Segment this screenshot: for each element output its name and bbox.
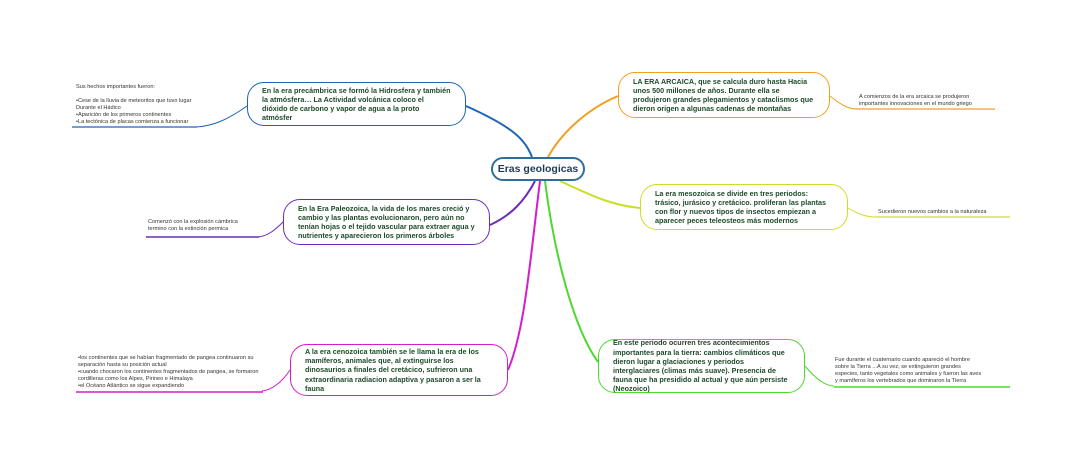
link-note-mesozoica	[847, 207, 877, 218]
topic-text: En este periodo ocurren tres acontecimie…	[613, 338, 788, 394]
topic-era-mesozoica[interactable]: La era mesozoica se divide en tres perio…	[640, 184, 848, 230]
topic-text: A la era cenozoica también se le llama l…	[305, 347, 481, 393]
topic-text: En la Era Paleozoica, la vida de los mar…	[298, 203, 475, 241]
note-precambrica[interactable]: Sus hechos importantes fueron: •Cese de …	[76, 84, 192, 125]
link-arcaica	[547, 95, 619, 158]
note-arcaica[interactable]: A comienzos de la era arcaica se produje…	[859, 94, 972, 107]
note-mesozoica[interactable]: Sucedieron nuevos cambios a la naturalez…	[878, 209, 987, 215]
link-note-precambrica	[195, 105, 248, 128]
topic-cuaternario[interactable]: En este periodo ocurren tres acontecimie…	[598, 338, 805, 394]
link-cuaternario	[544, 180, 599, 363]
topic-era-paleozoica[interactable]: En la Era Paleozoica, la vida de los mar…	[283, 199, 490, 245]
link-note-cuaternario	[804, 365, 835, 387]
note-cuaternario[interactable]: Fue durante el cuaternario cuando aparec…	[835, 357, 982, 384]
topic-text: LA ERA ARCAICA, que se calcula duro hast…	[633, 76, 814, 114]
topic-text: En la era precámbrica se formó la Hidros…	[262, 85, 451, 123]
topic-text: La era mesozoica se divide en tres perio…	[655, 188, 826, 226]
link-mesozoica	[559, 180, 641, 209]
topic-era-precambrica[interactable]: En la era precámbrica se formó la Hidros…	[247, 82, 466, 126]
topic-era-arcaica[interactable]: LA ERA ARCAICA, que se calcula duro hast…	[618, 72, 830, 118]
link-note-arcaica	[829, 95, 857, 110]
central-topic-eras-geologicas[interactable]: Eras geologicas	[491, 157, 585, 181]
note-cenozoica[interactable]: •los continentes que se habían fragmenta…	[78, 355, 259, 389]
link-note-paleozoica	[257, 221, 284, 238]
link-note-cenozoica	[261, 369, 291, 392]
note-paleozoica[interactable]: Comenzó con la explosión cámbrica termin…	[148, 219, 238, 232]
topic-era-cenozoica[interactable]: A la era cenozoica también se le llama l…	[290, 344, 508, 396]
link-paleozoica	[489, 180, 536, 226]
link-cenozoica	[507, 180, 541, 371]
link-precambrica	[465, 105, 533, 158]
